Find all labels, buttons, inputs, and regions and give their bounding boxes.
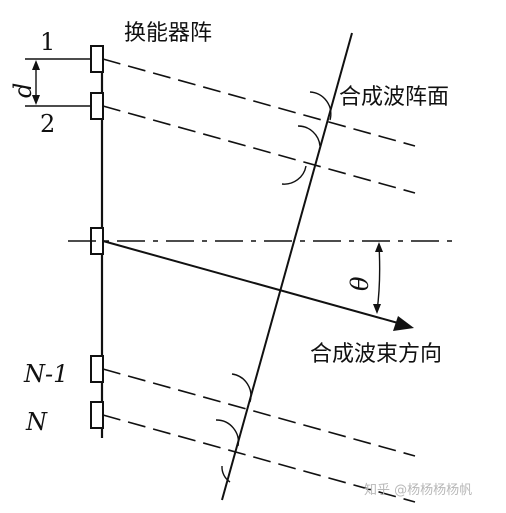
transducer-element-1	[90, 45, 104, 73]
wavelet-arc-lower-1	[231, 373, 252, 403]
transducer-element-2	[90, 92, 104, 120]
wave-ray-1	[102, 58, 416, 147]
spacing-label: d	[9, 83, 37, 98]
element-n-minus-1-label: N-1	[23, 360, 68, 388]
element-1-label: 1	[40, 28, 55, 56]
wave-ray-n	[102, 414, 416, 503]
wave-ray-2	[102, 105, 416, 194]
wavelet-arc-lower-2	[215, 419, 240, 447]
angle-arc-arrow-top	[375, 242, 383, 252]
angle-arc-arrow-bottom	[373, 304, 381, 314]
wave-ray-n-minus-1	[102, 368, 416, 457]
beam-direction-line	[102, 240, 399, 324]
spacing-arrow-top	[32, 60, 40, 70]
beam-direction-label: 合成波束方向	[310, 342, 442, 367]
wavefront-label: 合成波阵面	[339, 85, 449, 110]
wavelet-arc-upper-3	[281, 165, 307, 185]
beam-direction-arrowhead	[393, 316, 414, 331]
angle-label: θ	[346, 276, 374, 291]
element-2-label: 2	[40, 110, 55, 138]
synthesized-wavefront	[221, 32, 353, 501]
array-label: 换能器阵	[124, 21, 212, 46]
watermark: 知乎 @杨杨杨杨帆	[364, 482, 472, 498]
spacing-arrow-bottom	[32, 95, 40, 105]
element-n-label: N	[25, 408, 48, 436]
transducer-element-n-minus-1	[90, 355, 104, 383]
angle-arc	[376, 244, 381, 312]
wavelet-arc-lower-3	[221, 465, 231, 483]
wavelet-arc-upper-1	[309, 91, 332, 121]
wavelet-arc-upper-2	[297, 125, 321, 147]
transducer-element-n	[90, 401, 104, 429]
